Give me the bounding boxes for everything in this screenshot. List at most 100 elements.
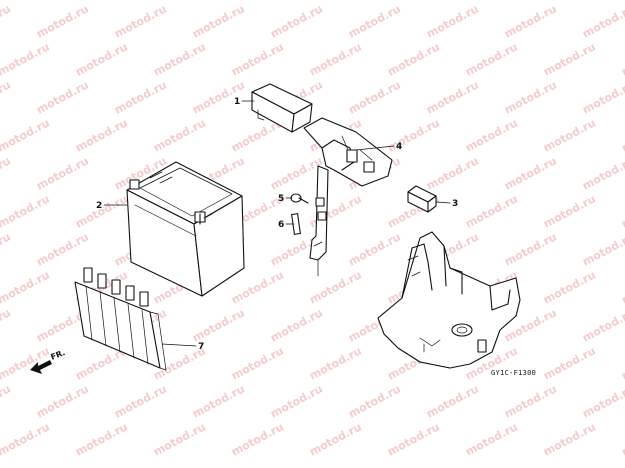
watermark-text: motod.ru xyxy=(229,420,286,458)
watermark-text: motod.ru xyxy=(0,230,13,268)
watermark-text: motod.ru xyxy=(502,78,559,116)
watermark-text: motod.ru xyxy=(580,306,625,344)
watermark-text: motod.ru xyxy=(112,2,169,40)
watermark-text: motod.ru xyxy=(385,420,442,458)
watermark-text: motod.ru xyxy=(0,116,52,154)
watermark-text: motod.ru xyxy=(541,268,598,306)
battery-part[interactable] xyxy=(126,161,245,297)
watermark-text: motod.ru xyxy=(463,420,520,458)
watermark-text: motod.ru xyxy=(619,268,625,306)
watermark-text: motod.ru xyxy=(541,40,598,78)
frame-undercover xyxy=(377,231,521,369)
watermark-text: motod.ru xyxy=(346,78,403,116)
watermark-text: motod.ru xyxy=(424,154,481,192)
leader-lines xyxy=(103,100,451,347)
watermark-text: motod.ru xyxy=(0,306,13,344)
watermark-text: motod.ru xyxy=(112,382,169,420)
watermark-text: motod.ru xyxy=(424,382,481,420)
watermark-text: motod.ru xyxy=(346,230,403,268)
watermark-text: motod.ru xyxy=(541,0,598,3)
watermark-text: motod.ru xyxy=(502,230,559,268)
callout-labels: 1 2 3 4 5 6 7 xyxy=(96,97,458,352)
watermark-text: motod.ru xyxy=(619,344,625,382)
watermark-text: motod.ru xyxy=(385,0,442,3)
watermark-text: motod.ru xyxy=(151,420,208,458)
watermark-text: motod.ru xyxy=(502,382,559,420)
watermark-text: motod.ru xyxy=(151,116,208,154)
watermark-text: motod.ru xyxy=(307,268,364,306)
watermark-text: motod.ru xyxy=(385,116,442,154)
bolt-part[interactable] xyxy=(290,193,309,204)
watermark-text: motod.ru xyxy=(0,0,52,3)
watermark-text: motod.ru xyxy=(151,0,208,3)
watermark-text: motod.ru xyxy=(0,154,13,192)
callout-1: 1 xyxy=(234,97,240,107)
callout-6: 6 xyxy=(278,220,284,230)
watermark-text: motod.ru xyxy=(307,0,364,3)
watermark-text: motod.ru xyxy=(73,40,130,78)
watermark-text: motod.ru xyxy=(229,40,286,78)
watermark-text: motod.ru xyxy=(463,40,520,78)
watermark-text: motod.ru xyxy=(619,192,625,230)
watermark-text: motod.ru xyxy=(424,78,481,116)
watermark-text: motod.ru xyxy=(619,116,625,154)
diagram-reference-code: GY1C-F1300 xyxy=(491,369,536,377)
watermark-text: motod.ru xyxy=(268,154,325,192)
watermark-text: motod.ru xyxy=(34,78,91,116)
battery-holder-part[interactable] xyxy=(303,117,393,277)
watermark-text: motod.ru xyxy=(73,0,130,3)
watermark-text: motod.ru xyxy=(0,2,13,40)
watermark-text: motod.ru xyxy=(190,382,247,420)
callout-4: 4 xyxy=(396,142,402,152)
watermark-text: motod.ru xyxy=(502,2,559,40)
watermark-text: motod.ru xyxy=(268,382,325,420)
watermark-text: motod.ru xyxy=(268,306,325,344)
watermark-text: motod.ru xyxy=(34,154,91,192)
watermark-text: motod.ru xyxy=(463,116,520,154)
callout-7: 7 xyxy=(198,342,204,352)
watermark-text: motod.ru xyxy=(0,40,52,78)
watermark-text: motod.ru xyxy=(541,192,598,230)
callout-2: 2 xyxy=(96,201,102,211)
watermark-text: motod.ru xyxy=(0,382,13,420)
watermark-text: motod.ru xyxy=(463,192,520,230)
watermark-text: motod.ru xyxy=(619,420,625,458)
callout-3: 3 xyxy=(452,199,458,209)
watermark-text: motod.ru xyxy=(307,344,364,382)
watermark-text: motod.ru xyxy=(0,192,52,230)
watermark-text: motod.ru xyxy=(619,40,625,78)
fuse-part[interactable] xyxy=(291,213,301,235)
fuse-box-cover-part[interactable] xyxy=(251,83,313,133)
watermark-text: motod.ru xyxy=(580,2,625,40)
watermark-text: motod.ru xyxy=(580,230,625,268)
watermark-text: motod.ru xyxy=(619,0,625,3)
watermark-text: motod.ru xyxy=(229,268,286,306)
watermark-text: motod.ru xyxy=(424,2,481,40)
watermark-text: motod.ru xyxy=(112,78,169,116)
watermark-text: motod.ru xyxy=(190,306,247,344)
watermark-text: motod.ru xyxy=(34,2,91,40)
watermark-text: motod.ru xyxy=(346,2,403,40)
watermark-text: motod.ru xyxy=(0,420,52,458)
watermark-text: motod.ru xyxy=(190,2,247,40)
watermark-text: motod.ru xyxy=(463,0,520,3)
watermark-text: motod.ru xyxy=(580,382,625,420)
watermark-text: motod.ru xyxy=(307,40,364,78)
watermark-text: motod.ru xyxy=(229,344,286,382)
watermark-text: motod.ru xyxy=(346,382,403,420)
watermark-text: motod.ru xyxy=(580,78,625,116)
callout-5: 5 xyxy=(278,194,284,204)
watermark-text: motod.ru xyxy=(541,116,598,154)
watermark-text: motod.ru xyxy=(307,420,364,458)
watermark-text: motod.ru xyxy=(34,382,91,420)
watermark-text: motod.ru xyxy=(502,154,559,192)
watermark-text: motod.ru xyxy=(73,192,130,230)
watermark-text: motod.ru xyxy=(73,116,130,154)
relay-part[interactable] xyxy=(407,185,437,213)
watermark-text: motod.ru xyxy=(229,0,286,3)
electrolyte-container-part[interactable] xyxy=(74,267,167,371)
watermark-text: motod.ru xyxy=(151,40,208,78)
watermark-text: motod.ru xyxy=(580,154,625,192)
front-direction-label: FR. xyxy=(49,348,66,362)
